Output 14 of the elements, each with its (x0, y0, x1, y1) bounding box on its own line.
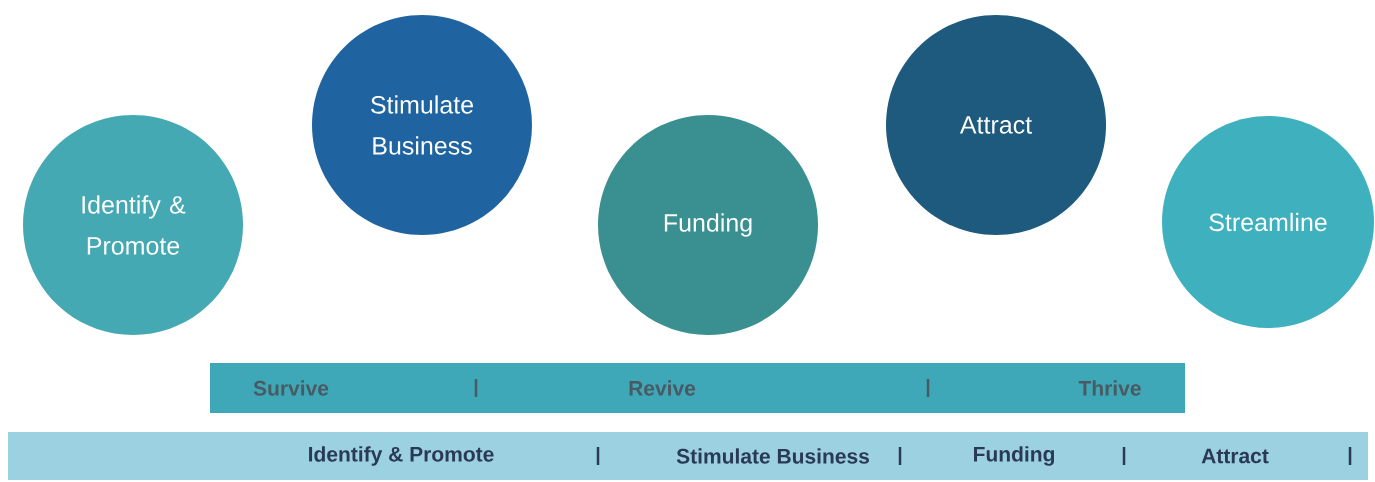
circle-node: Streamline (1162, 116, 1374, 328)
band-label: Survive (253, 380, 329, 396)
band (8, 432, 1368, 480)
band-label: Identify & Promote (309, 446, 494, 466)
band-label: Attract (1201, 448, 1269, 464)
band-label: Funding (974, 446, 1054, 466)
circle-node: Identify & Promote (23, 115, 243, 335)
band-label: Revive (629, 380, 696, 396)
band (210, 363, 1185, 413)
circle-node: Funding (598, 115, 818, 335)
band-label: Thrive (1078, 380, 1141, 396)
circle-node: Attract (886, 15, 1106, 235)
circle-node: Stimulate Business (312, 15, 532, 235)
band-label: Stimulate Business (676, 448, 869, 464)
